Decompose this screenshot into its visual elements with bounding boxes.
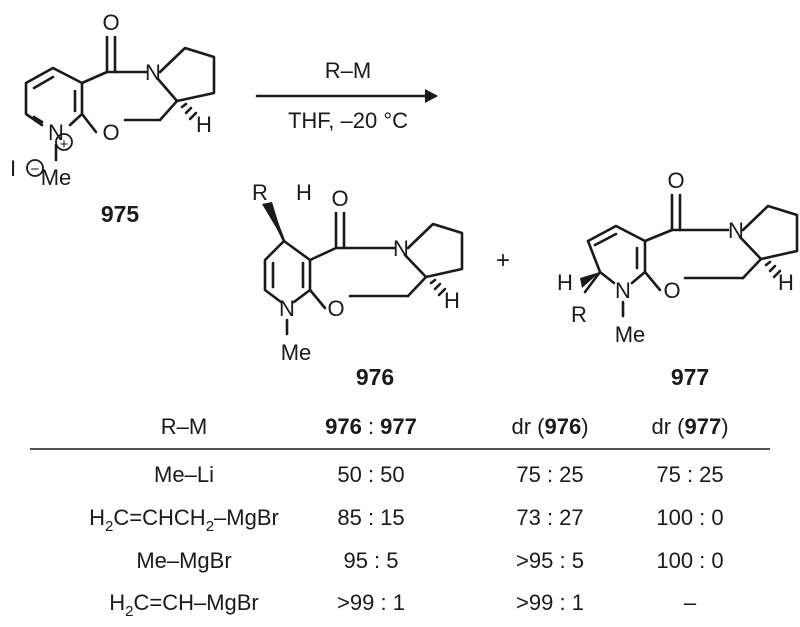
row-dr-976: >99 : 1: [516, 590, 584, 615]
row-reagent: H2C=CHCH2–MgBr: [89, 505, 279, 535]
table-row: Me–MgBr 95 : 5 >95 : 5 100 : 0: [136, 548, 723, 573]
reaction-arrow: R–M THF, –20 °C: [255, 58, 438, 133]
row-dr-976: 75 : 25: [516, 462, 583, 487]
table-row: H2C=CHCH2–MgBr 85 : 15 73 : 27 100 : 0: [89, 505, 723, 535]
row-ratio: 85 : 15: [337, 505, 404, 530]
results-table: R–M 976 : 977 dr (976) dr (977) Me–Li 50…: [30, 414, 770, 620]
row-ratio: 95 : 5: [343, 548, 398, 573]
atom-n: N: [728, 218, 744, 243]
molecule-977: H R O N N O H Me 977: [557, 168, 799, 390]
plus-sign: +: [496, 247, 510, 274]
reagent-label: R–M: [325, 58, 371, 83]
row-reagent: H2C=CH–MgBr: [109, 590, 259, 620]
iodide-label: I: [10, 156, 16, 181]
row-dr-977: 100 : 0: [656, 548, 723, 573]
row-dr-977: 75 : 25: [656, 462, 723, 487]
molecule-975: O N N + O H Me I − 975: [10, 10, 216, 227]
plus-charge: +: [60, 136, 69, 153]
compound-label-977: 977: [671, 364, 709, 390]
row-dr-976: 73 : 27: [516, 505, 583, 530]
methyl-label: Me: [41, 165, 72, 190]
r-label: R: [571, 302, 587, 327]
row-reagent: Me–MgBr: [136, 548, 231, 573]
atom-n: N: [48, 120, 64, 145]
row-reagent: Me–Li: [154, 462, 214, 487]
atom-n: N: [615, 278, 631, 303]
molecule-976: R H O N N O H Me 976: [252, 180, 464, 390]
compound-label-976: 976: [356, 364, 394, 390]
methyl-label: Me: [615, 322, 646, 347]
atom-o: O: [667, 168, 684, 193]
atom-n: N: [145, 60, 161, 85]
header-ratio: 976 : 977: [325, 414, 417, 439]
row-dr-976: >95 : 5: [516, 548, 584, 573]
atom-h: H: [196, 112, 212, 137]
atom-h: H: [296, 180, 312, 205]
row-dr-977: 100 : 0: [656, 505, 723, 530]
atom-o: O: [102, 120, 119, 145]
r-label: R: [252, 180, 268, 205]
atom-h: H: [778, 270, 794, 295]
atom-h: H: [557, 270, 573, 295]
atom-o: O: [102, 10, 119, 35]
row-dr-977: –: [684, 590, 697, 615]
conditions-label: THF, –20 °C: [288, 108, 408, 133]
minus-charge-circle: [26, 159, 44, 177]
atom-n: N: [393, 236, 409, 261]
atom-n: N: [279, 296, 295, 321]
row-ratio: 50 : 50: [337, 462, 404, 487]
methyl-label: Me: [281, 340, 312, 365]
header-rm: R–M: [161, 414, 207, 439]
atom-o: O: [327, 296, 344, 321]
header-dr-977: dr (977): [651, 414, 728, 439]
plus-charge-circle: [55, 133, 73, 151]
atom-o: O: [331, 186, 348, 211]
atom-o: O: [663, 278, 680, 303]
minus-charge: −: [31, 161, 40, 178]
row-ratio: >99 : 1: [337, 590, 405, 615]
atom-h: H: [444, 288, 460, 313]
compound-label-975: 975: [101, 201, 140, 227]
header-dr-976: dr (976): [511, 414, 588, 439]
table-row: H2C=CH–MgBr >99 : 1 >99 : 1 –: [109, 590, 697, 620]
table-row: Me–Li 50 : 50 75 : 25 75 : 25: [154, 462, 724, 487]
